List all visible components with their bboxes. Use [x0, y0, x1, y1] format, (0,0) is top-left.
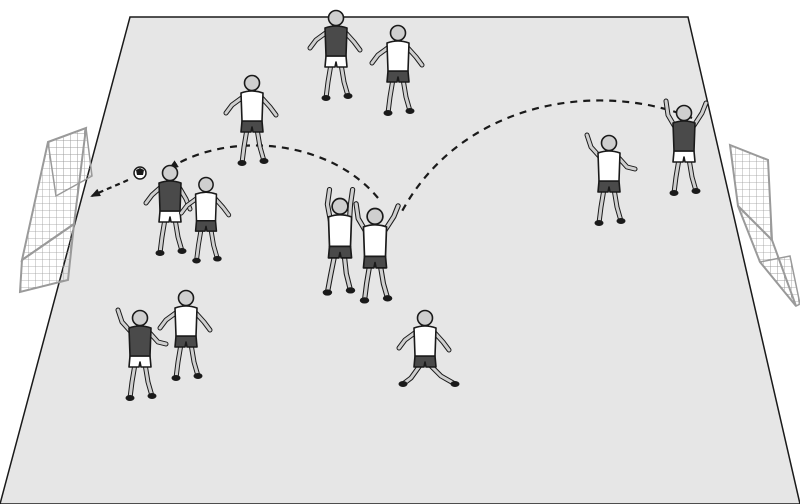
pitch — [0, 17, 800, 504]
ball-icon — [134, 167, 146, 179]
